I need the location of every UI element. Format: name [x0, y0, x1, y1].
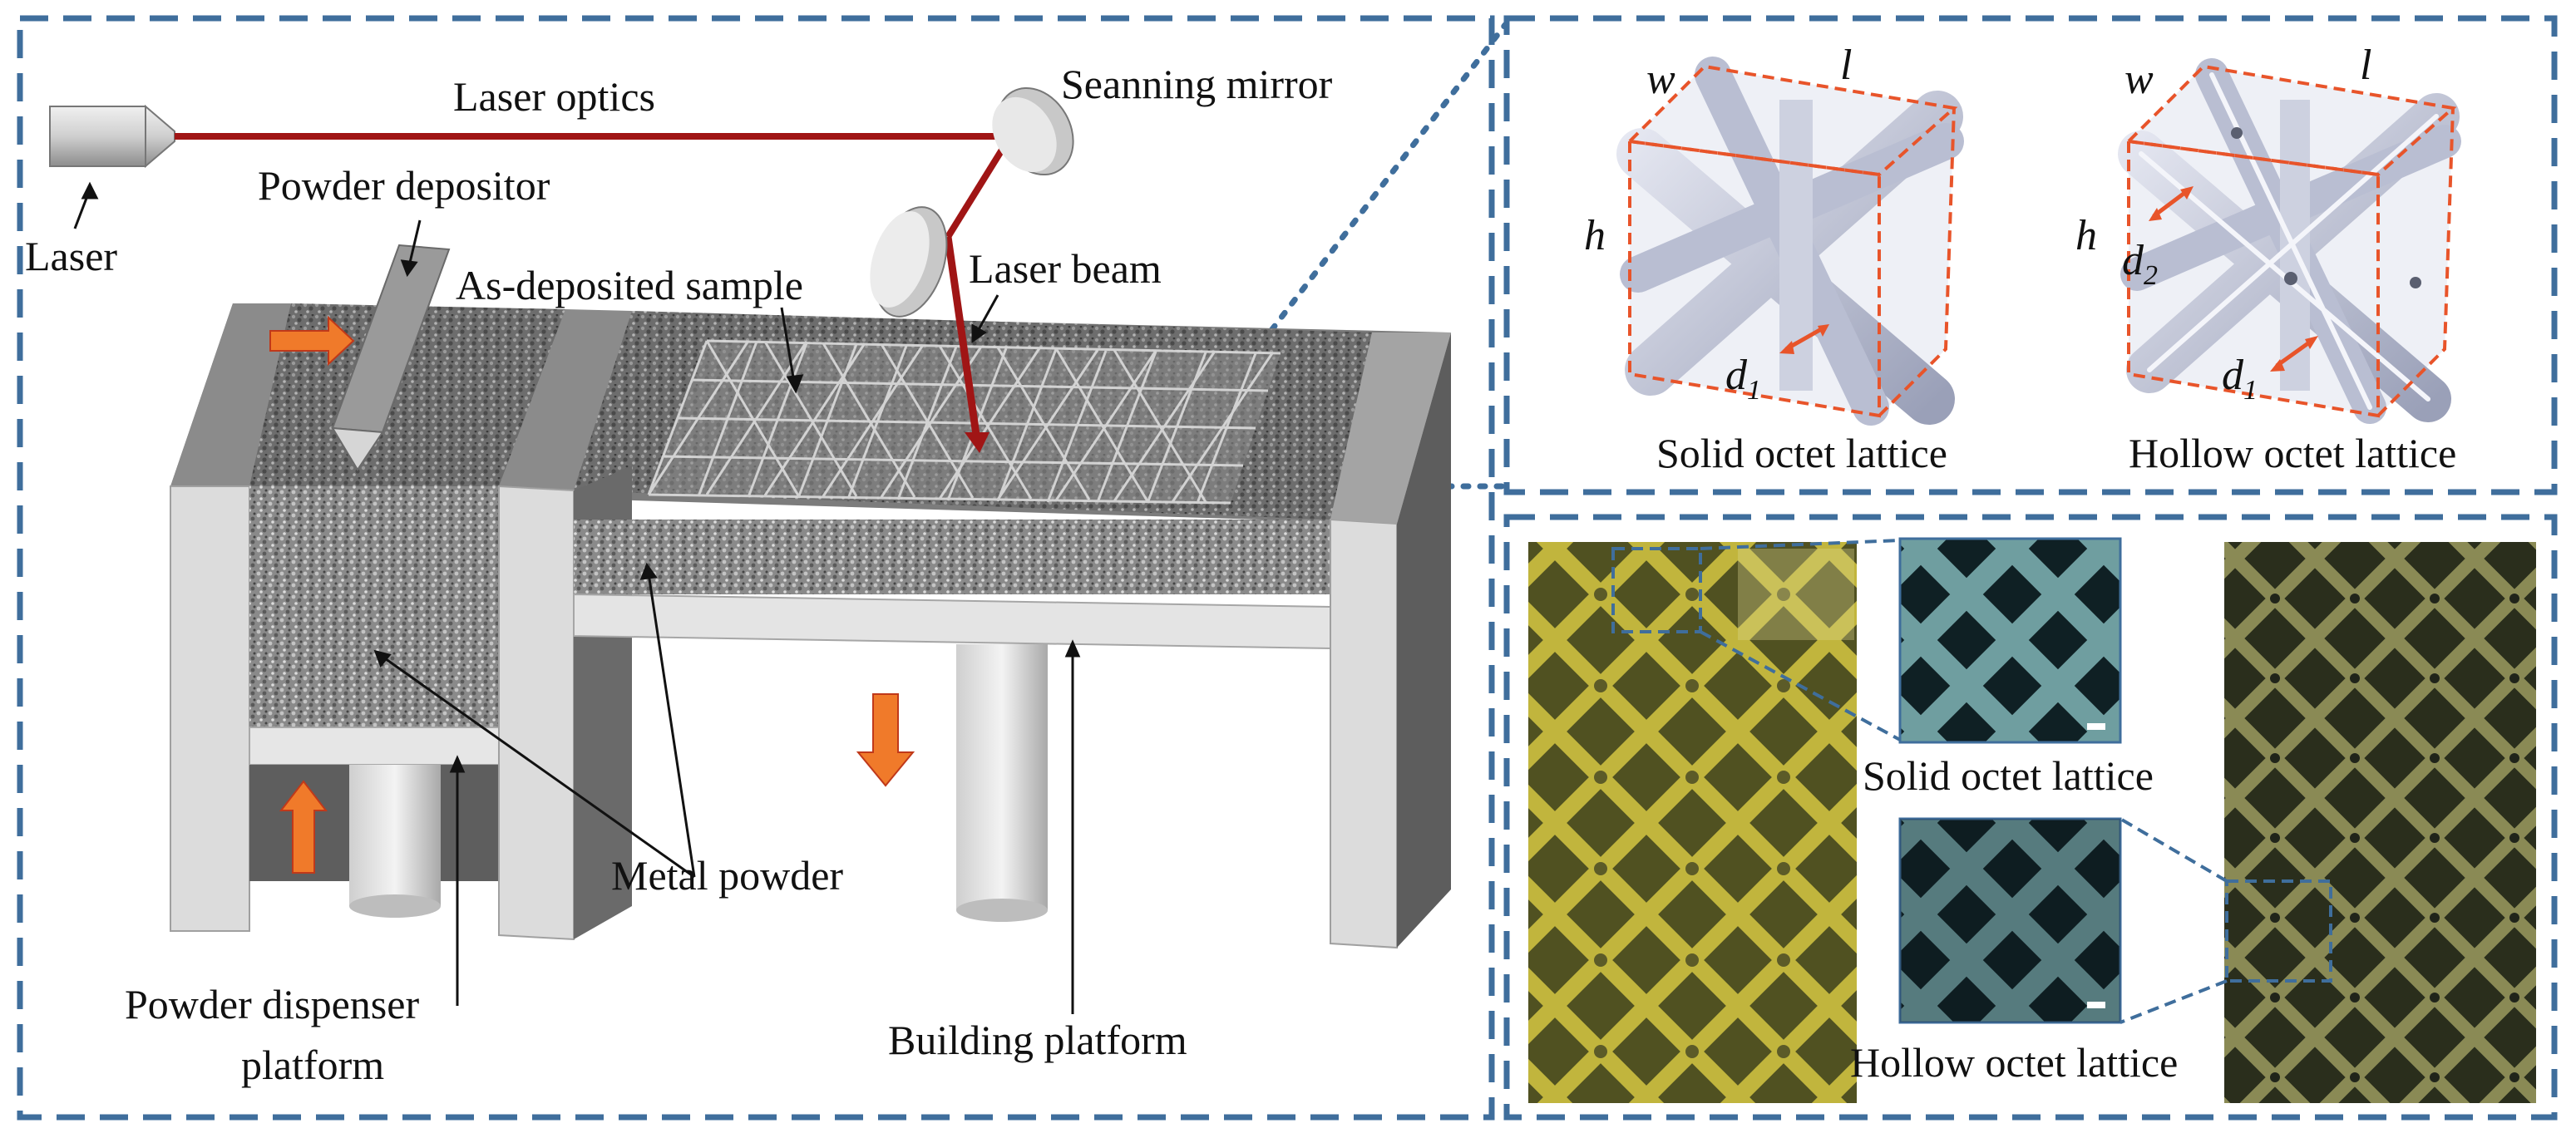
middle-wall-front — [498, 485, 575, 941]
label-powder-depositor: Powder depositor — [258, 162, 550, 209]
hollow-d1: d1 — [2222, 352, 2258, 406]
building-platform — [573, 593, 1331, 650]
dispenser-piston-base — [349, 894, 441, 918]
label-powder-dispenser-platform-2: platform — [241, 1042, 384, 1088]
caption-solid-unit-cell: Solid octet lattice — [1656, 430, 1947, 476]
right-block-side — [1397, 333, 1451, 948]
solid-h: h — [1584, 212, 1606, 259]
powder-depositor — [331, 244, 451, 471]
hollow-scalebar — [2087, 1002, 2105, 1008]
left-block-front — [170, 485, 250, 932]
recoat-direction-arrow — [269, 315, 355, 367]
label-powder-dispenser-platform-1: Powder dispenser — [125, 981, 419, 1027]
solid-lattice-photo-tint — [1528, 542, 1857, 1103]
solid-lattice-photo — [1528, 542, 1857, 1103]
galvo-mirror — [870, 206, 948, 318]
scanning-mirror — [992, 86, 1074, 176]
hollow-w: w — [2124, 56, 2154, 103]
solid-d1: d1 — [1725, 352, 1761, 406]
hollow-zoom-box — [2225, 879, 2332, 983]
solid-w: w — [1646, 56, 1675, 103]
label-as-deposited-sample: As-deposited sample — [456, 262, 803, 308]
caption-hollow-photo: Hollow octet lattice — [1850, 1039, 2178, 1086]
top-right-panel-border — [1503, 15, 2558, 495]
dispenser-platform — [249, 727, 500, 766]
hollow-lattice-photo — [2224, 542, 2536, 1103]
label-metal-powder: Metal powder — [611, 852, 843, 899]
hollow-link-bottom — [2120, 979, 2228, 1024]
hollow-octet-unit-cell — [2118, 58, 2461, 424]
solid-zoom-highlight — [1738, 549, 1854, 640]
solid-link-bottom — [1700, 630, 1901, 741]
laser-beam — [944, 236, 981, 441]
building-piston-base — [956, 899, 1048, 922]
caption-hollow-unit-cell: Hollow octet lattice — [2129, 430, 2456, 476]
laser-beam-arrowhead — [965, 432, 989, 453]
solid-octet-unit-cell — [1616, 57, 1964, 426]
annotation-leaders — [73, 181, 1081, 1014]
build-down-arrow — [856, 693, 915, 787]
right-block-front — [1330, 518, 1398, 949]
solid-zoom-box — [1611, 547, 1702, 633]
hollow-h: h — [2075, 212, 2097, 259]
left-panel-border — [17, 15, 1495, 1121]
hollow-l: l — [2360, 42, 2371, 89]
label-laser: Laser — [25, 233, 117, 279]
building-piston — [956, 644, 1048, 910]
solid-link-top — [1700, 539, 1901, 550]
caption-solid-photo: Solid octet lattice — [1863, 752, 2154, 799]
solid-l: l — [1840, 42, 1852, 89]
middle-wall-top — [499, 309, 632, 490]
label-laser-optics: Laser optics — [453, 73, 655, 120]
dispenser-piston — [349, 765, 441, 906]
label-laser-beam: Laser beam — [969, 245, 1162, 292]
dispenser-chamber-powder — [249, 486, 499, 727]
laser-reflect-beam — [945, 134, 1014, 239]
left-rim-top — [170, 303, 291, 486]
solid-scalebar — [2087, 723, 2105, 730]
dispenser-up-arrow — [279, 780, 328, 874]
label-scanning-mirror: Seanning mirror — [1061, 61, 1333, 107]
hollow-closeup-shade — [1900, 819, 2120, 1022]
hollow-d2: d2 — [2122, 237, 2158, 291]
build-chamber-powder — [574, 520, 1330, 594]
right-block-top — [1330, 333, 1451, 524]
bottom-right-panel-border — [1503, 514, 2558, 1121]
laser-source — [49, 104, 175, 169]
hollow-link-top — [2119, 817, 2228, 883]
hollow-closeup-photo — [1898, 817, 2122, 1024]
solid-closeup-photo — [1898, 537, 2122, 744]
as-deposited-lattice — [647, 339, 1281, 505]
label-building-platform: Building platform — [888, 1017, 1187, 1063]
